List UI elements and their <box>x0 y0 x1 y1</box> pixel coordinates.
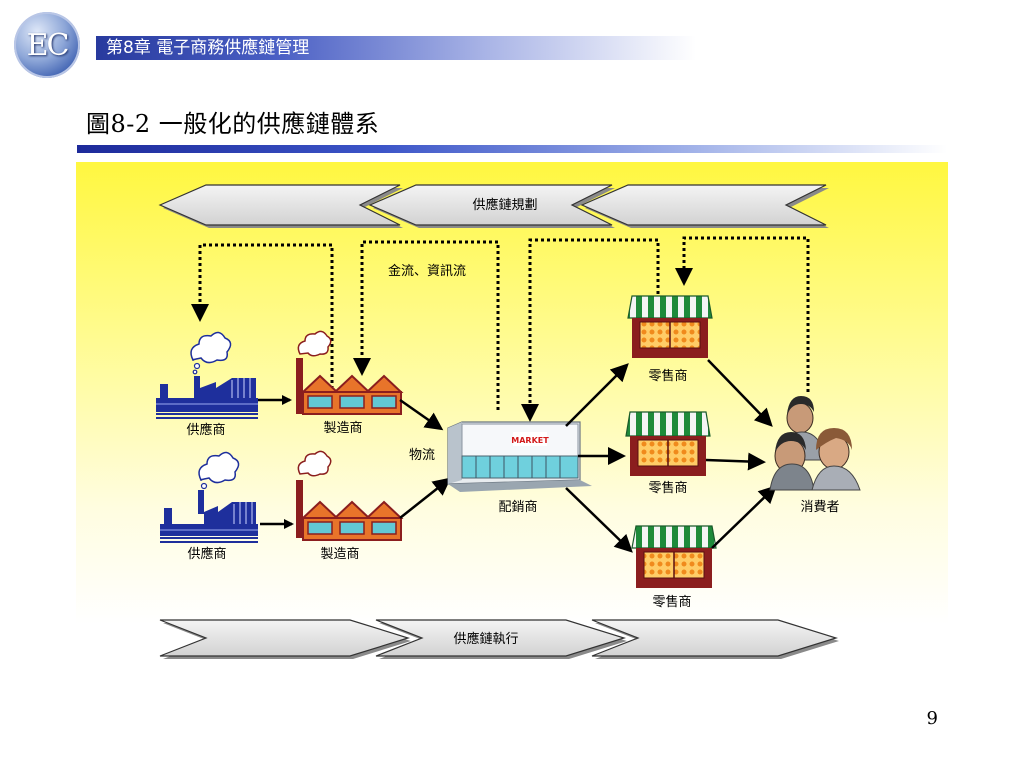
ec-logo: EC <box>14 12 80 78</box>
info-flow-label: 金流、資訊流 <box>388 263 466 279</box>
supplier-label-bottom: 供應商 <box>187 546 226 562</box>
manufacturer-label-bottom: 製造商 <box>320 547 359 562</box>
retailer-label-bottom: 零售商 <box>652 594 691 610</box>
distribution-arrows <box>565 359 777 553</box>
retailer-label-middle: 零售商 <box>648 480 687 496</box>
smoke-cloud-icon <box>190 331 232 364</box>
smoke-cloud-icon <box>297 330 332 357</box>
supplier-label-top: 供應商 <box>186 422 225 438</box>
store-sign: MARKET <box>511 436 549 445</box>
chapter-title: 第8章 電子商務供應鏈管理 <box>106 38 310 58</box>
supply-arrows <box>258 395 452 529</box>
supplier-factory-top: 供應商 <box>156 331 258 438</box>
logo-text: EC <box>26 28 70 63</box>
chapter-header-band <box>96 36 696 60</box>
execution-label: 供應鏈執行 <box>453 631 518 647</box>
info-flow-lines <box>191 236 810 422</box>
retail-store-middle: 零售商 <box>625 411 711 496</box>
smoke-cloud-icon <box>198 451 240 484</box>
manufacturer-top: 製造商 <box>296 330 404 436</box>
info-flow-line-distributor <box>521 238 660 422</box>
manufacturer-bottom: 製造商 <box>296 450 404 562</box>
distributor-label: 配銷商 <box>498 499 537 515</box>
info-flow-line-retailer <box>675 236 810 392</box>
smoke-cloud-icon <box>297 450 332 477</box>
page-number: 9 <box>926 708 938 729</box>
supplier-factory-bottom: 供應商 <box>160 451 258 562</box>
info-flow-line-supplier <box>191 243 334 395</box>
slide-title: 圖8-2 一般化的供應鏈體系 <box>86 110 380 138</box>
retail-store-bottom: 零售商 <box>631 525 717 610</box>
info-flow-line-manufacturer <box>353 240 500 410</box>
consumer-group-icon: 消費者 <box>769 396 861 515</box>
retailer-label-top: 零售商 <box>648 368 687 384</box>
planning-arrow-band: 供應鏈規劃 <box>158 184 829 228</box>
execution-arrow-band: 供應鏈執行 <box>159 619 839 659</box>
title-underline-bar <box>77 145 947 153</box>
retail-store-top: 零售商 <box>627 295 713 384</box>
planning-label: 供應鏈規劃 <box>472 197 537 213</box>
distributor-store: MARKET 配銷商 <box>447 421 592 515</box>
manufacturer-label-top: 製造商 <box>323 421 362 436</box>
logistics-label: 物流 <box>409 448 435 463</box>
consumer-label: 消費者 <box>800 500 839 515</box>
